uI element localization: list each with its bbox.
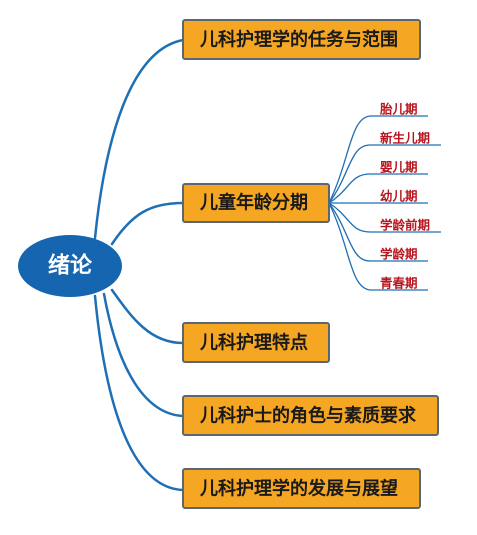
branch-node-nurse-role[interactable]: 儿科护士的角色与素质要求 — [182, 395, 439, 436]
leaf-infancy-period[interactable]: 婴儿期 — [370, 160, 428, 175]
branch-label-nurse-role: 儿科护士的角色与素质要求 — [199, 405, 417, 427]
connector-branch-5 — [93, 294, 185, 492]
leaf-label-infancy-period: 婴儿期 — [380, 160, 418, 175]
branch-connectors — [93, 38, 185, 492]
central-topic[interactable]: 绪论 — [18, 235, 122, 297]
leaf-label-school-age-period: 学龄期 — [380, 247, 418, 262]
connector-leaf-1 — [328, 115, 371, 204]
leaf-fetal-period[interactable]: 胎儿期 — [370, 102, 428, 117]
branch-label-features: 儿科护理特点 — [199, 332, 308, 354]
branch-label-tasks-scope: 儿科护理学的任务与范围 — [199, 29, 398, 51]
leaf-label-neonatal-period: 新生儿期 — [380, 131, 430, 146]
connector-branch-1 — [93, 38, 185, 240]
connector-branch-3 — [110, 288, 185, 345]
connector-branch-4 — [102, 292, 185, 418]
branch-node-tasks-scope[interactable]: 儿科护理学的任务与范围 — [182, 19, 421, 60]
connector-leaf-6 — [328, 202, 371, 262]
leaf-school-age-period[interactable]: 学龄期 — [370, 247, 428, 262]
connector-leaf-2 — [328, 144, 371, 204]
branch-node-development[interactable]: 儿科护理学的发展与展望 — [182, 468, 421, 509]
leaf-toddler-period[interactable]: 幼儿期 — [370, 189, 428, 204]
connector-leaf-7 — [328, 202, 371, 291]
branch-node-features[interactable]: 儿科护理特点 — [182, 322, 330, 363]
leaf-preschool-period[interactable]: 学龄前期 — [370, 218, 441, 233]
branch-label-development: 儿科护理学的发展与展望 — [199, 478, 398, 500]
leaf-label-adolescence-period: 青春期 — [380, 276, 418, 291]
branch-label-age-stages: 儿童年龄分期 — [199, 192, 308, 214]
leaf-label-toddler-period: 幼儿期 — [380, 189, 418, 204]
leaf-connectors — [328, 115, 371, 291]
connector-leaf-3 — [328, 173, 371, 204]
central-topic-label: 绪论 — [48, 253, 93, 279]
connector-branch-2 — [110, 201, 185, 246]
leaf-neonatal-period[interactable]: 新生儿期 — [370, 131, 441, 146]
leaf-adolescence-period[interactable]: 青春期 — [370, 276, 428, 291]
leaf-label-fetal-period: 胎儿期 — [380, 102, 418, 117]
connector-leaf-5 — [328, 202, 371, 233]
leaf-label-preschool-period: 学龄前期 — [380, 218, 430, 233]
branch-node-age-stages[interactable]: 儿童年龄分期 — [182, 183, 330, 223]
